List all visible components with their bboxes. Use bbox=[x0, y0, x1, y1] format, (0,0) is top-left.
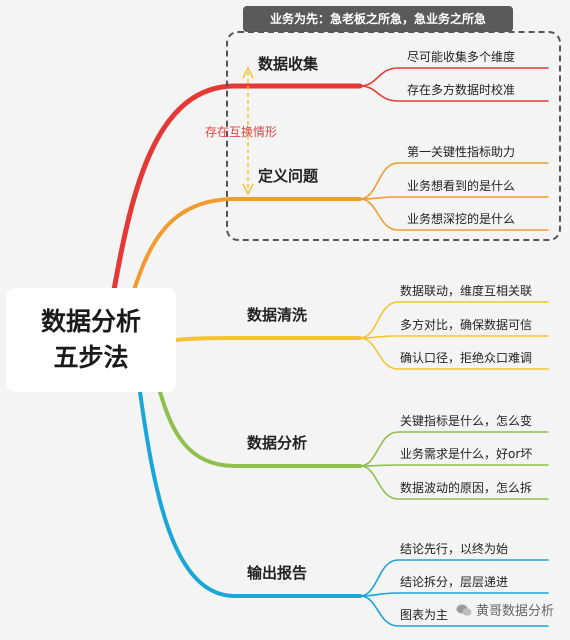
step-clean-leaf-1: 数据联动，维度互相关联 bbox=[400, 284, 533, 298]
root-title-line1: 数据分析 bbox=[40, 307, 141, 336]
watermark-text: 黄哥数据分析 bbox=[476, 604, 555, 619]
step-analyze-leaf-3: 数据波动的原因，怎么拆 bbox=[400, 481, 533, 495]
step-clean-branch bbox=[174, 336, 362, 342]
step-analyze-branch bbox=[158, 390, 362, 468]
step-report-label: 输出报告 bbox=[247, 564, 308, 582]
wechat-icon bbox=[456, 604, 472, 616]
step-clean-label: 数据清洗 bbox=[247, 306, 308, 324]
step-report-leaf-2: 结论拆分，层层递进 bbox=[400, 575, 509, 589]
watermark: 黄哥数据分析 bbox=[456, 600, 554, 619]
step-analyze-leaf-1-line bbox=[359, 431, 549, 467]
step-collect-branch bbox=[111, 83, 363, 293]
step-define-leaf-1-line bbox=[359, 162, 549, 200]
root-node: 数据分析 五步法 bbox=[6, 288, 176, 392]
step-define-branch bbox=[132, 197, 362, 292]
step-clean-leaf-3: 确认口径，拒绝众口难调 bbox=[400, 351, 533, 365]
grouping-dashed-box bbox=[226, 31, 561, 241]
step-collect-leaf-2-line bbox=[359, 85, 549, 102]
step-define-leaf-3: 业务想深挖的是什么 bbox=[407, 212, 516, 226]
step-analyze-leaf-2-line bbox=[359, 464, 549, 467]
header-banner: 业务为先：急老板之所急，急业务之所急 bbox=[243, 6, 513, 32]
step-collect-leaf-2: 存在多方数据时校准 bbox=[407, 83, 516, 97]
step-analyze-leaf-2: 业务需求是什么，好or坏 bbox=[400, 447, 533, 461]
step-analyze-label: 数据分析 bbox=[247, 434, 308, 452]
root-title-line2: 五步法 bbox=[53, 343, 129, 372]
step-define-leaf-3-line bbox=[359, 198, 549, 231]
step-report-leaf-1-line bbox=[359, 559, 549, 597]
step-report-branch bbox=[138, 390, 362, 598]
step-analyze-leaf-3-line bbox=[359, 465, 549, 500]
step-collect-leaf-1: 尽可能收集多个维度 bbox=[407, 50, 516, 64]
step-clean-leaf-1-line bbox=[359, 301, 549, 339]
step-report-leaf-3-line bbox=[359, 595, 549, 627]
step-analyze-leaf-1: 关键指标是什么，怎么变 bbox=[400, 414, 533, 428]
swap-arrow-icon bbox=[242, 66, 254, 196]
step-define-label: 定义问题 bbox=[258, 167, 319, 185]
step-report-leaf-1: 结论先行，以终为始 bbox=[400, 542, 509, 556]
step-define-leaf-2: 业务想看到的是什么 bbox=[407, 179, 516, 193]
step-define-leaf-2-line bbox=[359, 196, 549, 200]
step-clean-leaf-2-line bbox=[359, 335, 549, 339]
step-report-leaf-3: 图表为主 bbox=[400, 608, 449, 622]
step-report-leaf-2-line bbox=[359, 592, 549, 597]
step-define-leaf-1: 第一关键性指标助力 bbox=[407, 145, 516, 159]
swap-note: 存在互换情形 bbox=[205, 125, 278, 139]
step-clean-leaf-3-line bbox=[359, 337, 549, 370]
step-collect-leaf-1-line bbox=[359, 67, 549, 87]
step-collect-label: 数据收集 bbox=[258, 55, 319, 73]
step-clean-leaf-2: 多方对比，确保数据可信 bbox=[400, 318, 533, 332]
